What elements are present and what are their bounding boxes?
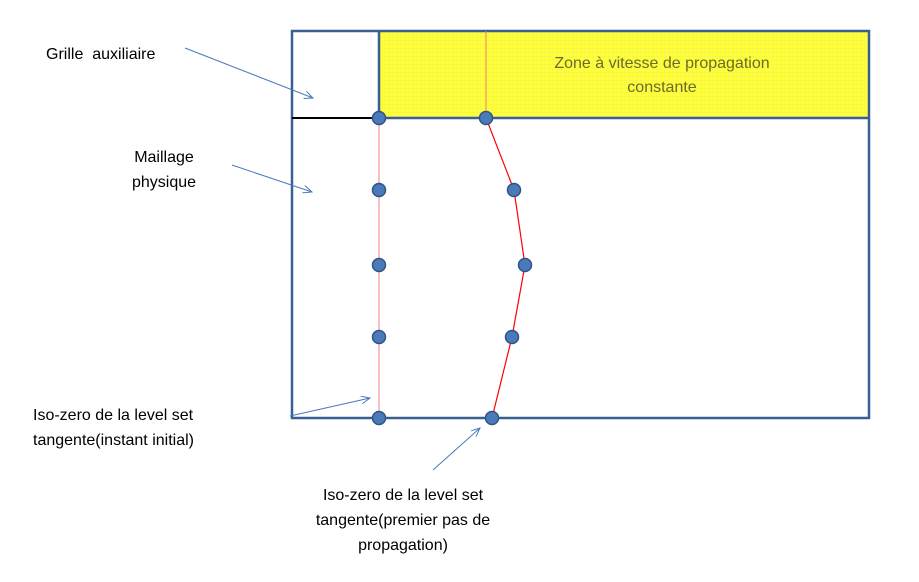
front-point <box>371 410 387 426</box>
front-point <box>517 257 533 273</box>
iso-initial-label-line2: tangente(instant initial) <box>33 432 194 449</box>
maillage-label-line2: physique <box>132 174 196 191</box>
iso-initial-arrow <box>289 398 370 417</box>
maillage-arrow <box>231 164 312 192</box>
constant-speed-zone <box>379 31 869 118</box>
front-point <box>371 110 387 126</box>
iso-step-label-line3: propagation) <box>358 537 448 554</box>
grille-label: Grille auxiliaire <box>46 46 155 63</box>
iso-initial-label-line1: Iso-zero de la level set <box>33 407 194 424</box>
initial-front-points <box>371 110 387 426</box>
propagated-front-points <box>478 110 533 426</box>
front-point <box>371 257 387 273</box>
front-point <box>371 329 387 345</box>
front-point <box>506 182 522 198</box>
iso-step-label-line1: Iso-zero de la level set <box>323 487 484 504</box>
iso-step-arrow <box>432 428 480 471</box>
front-point <box>371 182 387 198</box>
front-point <box>484 410 500 426</box>
domain-frame <box>290 29 871 420</box>
front-point <box>504 329 520 345</box>
zone-label-line2: constante <box>627 79 696 96</box>
front-point <box>478 110 494 126</box>
zone-label-line1: Zone à vitesse de propagation <box>554 55 769 72</box>
iso-step-label-line2: tangente(premier pas de <box>316 512 490 529</box>
grille-arrow <box>184 47 313 98</box>
maillage-label-line1: Maillage <box>134 149 194 166</box>
